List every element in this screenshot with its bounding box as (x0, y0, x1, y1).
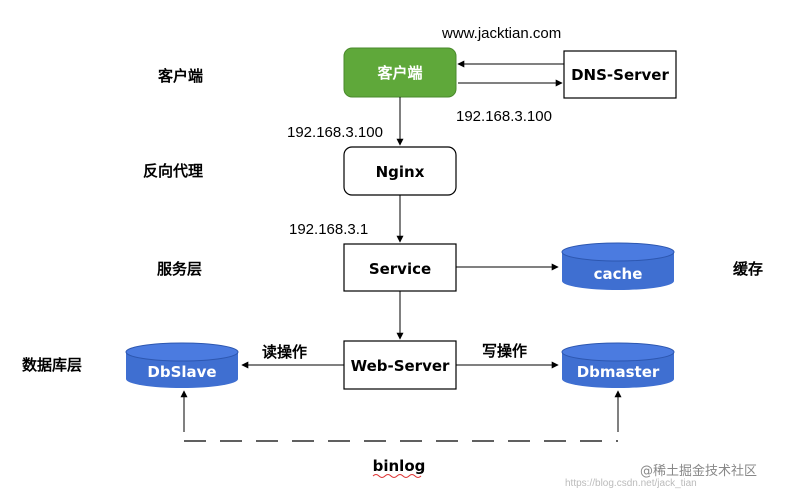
nginx-service-ip-label: 192.168.3.1 (289, 221, 368, 238)
dbslave-node-label: DbSlave (147, 363, 216, 381)
cache-node: cache (561, 242, 675, 290)
web-server-node: Web-Server (343, 340, 457, 390)
dbmaster-node: Dbmaster (561, 342, 675, 388)
dbmaster-node-label: Dbmaster (577, 363, 660, 381)
layer-label-proxy: 反向代理 (143, 162, 203, 180)
dns-server-node: DNS-Server (563, 50, 677, 99)
web-server-node-label: Web-Server (351, 357, 450, 375)
client-node-label: 客户端 (376, 64, 422, 82)
client-nginx-ip-label: 192.168.3.100 (287, 124, 383, 141)
dbslave-node: DbSlave (125, 342, 239, 388)
watermark-site: @稀土掘金技术社区 (640, 463, 757, 479)
dns-url-label: www.jacktian.com (441, 25, 561, 42)
write-op-label: 写操作 (482, 342, 527, 360)
layer-label-service: 服务层 (157, 260, 202, 278)
layer-label-database: 数据库层 (22, 356, 82, 374)
service-node: Service (343, 243, 457, 292)
service-node-label: Service (369, 260, 431, 278)
nginx-node: Nginx (343, 146, 457, 196)
dns-server-label: DNS-Server (571, 66, 669, 84)
binlog-squiggle (372, 474, 422, 478)
read-op-label: 读操作 (262, 343, 307, 361)
client-node: 客户端 (343, 47, 457, 98)
dns-reply-ip-label: 192.168.3.100 (456, 108, 552, 125)
nginx-node-label: Nginx (376, 163, 425, 181)
watermark-url: https://blog.csdn.net/jack_tian (565, 478, 697, 489)
layer-label-client: 客户端 (157, 67, 203, 85)
cache-node-label: cache (594, 265, 643, 283)
layer-label-cache: 缓存 (733, 260, 763, 278)
binlog-label: binlog (373, 457, 426, 475)
